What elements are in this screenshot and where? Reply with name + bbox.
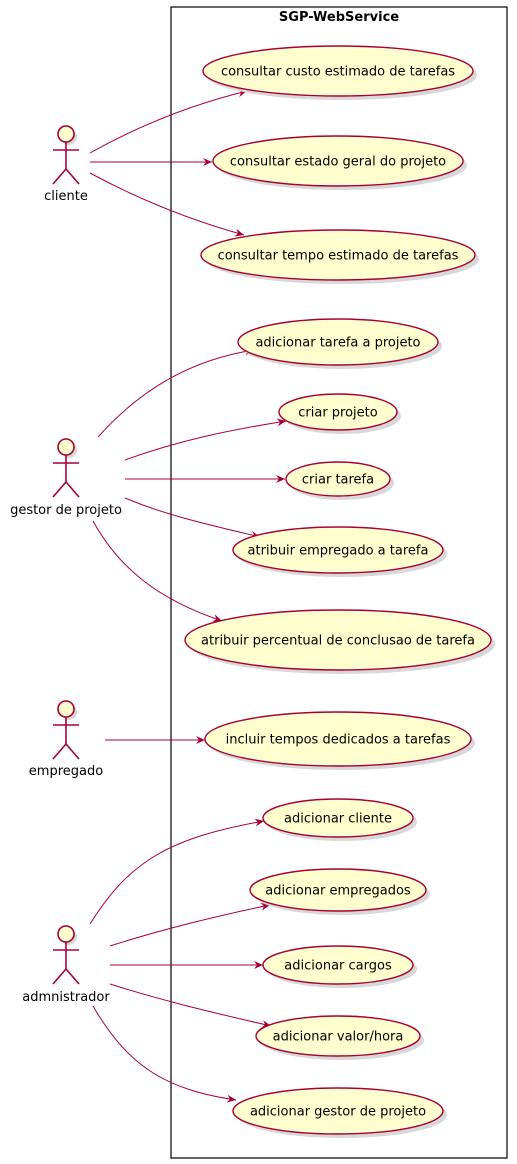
association-edges — [89, 89, 287, 1103]
system-title: SGP-WebService — [279, 10, 399, 25]
association-edge-gestor-uc4 — [97, 347, 255, 438]
actor-right-leg — [65, 968, 80, 985]
use-case-ellipse — [212, 135, 464, 187]
use-case-ellipse — [262, 945, 414, 985]
actor-right-leg — [65, 481, 80, 498]
use-case-label: adicionar empregados — [265, 884, 411, 899]
use-case-uc9[interactable]: incluir tempos dedicados a tarefas — [204, 711, 475, 770]
use-case-ellipse — [232, 526, 444, 574]
use-case-label: atribuir empregado a tarefa — [248, 544, 429, 559]
use-case-label: consultar tempo estimado de tarefas — [218, 249, 459, 264]
actor-label: admnistrador — [22, 990, 110, 1005]
use-case-label: atribuir percentual de conclusao de tare… — [201, 634, 475, 649]
use-case-ellipse — [200, 229, 476, 281]
actor-left-leg — [52, 968, 67, 985]
actor-head — [57, 700, 75, 718]
use-case-ellipse — [255, 1015, 421, 1057]
use-case-uc13[interactable]: adicionar valor/hora — [255, 1015, 424, 1060]
use-case-label: adicionar cliente — [284, 812, 392, 827]
use-case-label: criar tarefa — [302, 473, 374, 488]
actor-left-leg — [52, 743, 67, 760]
use-case-label: adicionar gestor de projeto — [250, 1105, 426, 1120]
use-case-ellipse — [285, 461, 391, 497]
association-edge-gestor-uc5 — [124, 418, 287, 461]
actor-right-leg — [65, 168, 80, 185]
actor-cliente[interactable]: cliente — [44, 125, 88, 204]
use-case-ellipse — [249, 868, 427, 912]
association-edge-admnistrador-uc11 — [109, 902, 271, 947]
use-case-label: consultar estado geral do projeto — [230, 155, 446, 170]
use-case-ellipse — [262, 798, 414, 838]
association-edge-admnistrador-uc14 — [92, 1005, 237, 1103]
association-edge-admnistrador-uc10 — [89, 818, 265, 925]
use-case-ellipse — [232, 1087, 444, 1135]
use-case-uc3[interactable]: consultar tempo estimado de tarefas — [200, 229, 479, 284]
use-case-label: adicionar valor/hora — [273, 1030, 404, 1045]
use-case-uc11[interactable]: adicionar empregados — [249, 868, 430, 915]
actor-head — [57, 925, 75, 943]
use-case-label: adicionar tarefa a projeto — [255, 336, 420, 351]
use-case-uc2[interactable]: consultar estado geral do projeto — [212, 135, 467, 190]
actor-left-leg — [52, 168, 67, 185]
association-edge-gestor-uc8 — [92, 520, 223, 622]
actor-label: cliente — [44, 189, 88, 204]
use-case-uc12[interactable]: adicionar cargos — [262, 945, 417, 988]
association-edge-cliente-uc1 — [89, 89, 248, 154]
use-case-uc7[interactable]: atribuir empregado a tarefa — [232, 526, 447, 577]
use-case-uc4[interactable]: adicionar tarefa a projeto — [237, 318, 442, 369]
use-case-uc10[interactable]: adicionar cliente — [262, 798, 417, 841]
use-case-ellipse — [278, 393, 398, 431]
use-case-ellipse — [204, 711, 472, 767]
association-edge-admnistrador-uc13 — [109, 983, 272, 1028]
actor-gestor[interactable]: gestor de projeto — [10, 438, 122, 518]
actor-right-leg — [65, 743, 80, 760]
use-case-ellipse — [184, 609, 492, 671]
actor-admnistrador[interactable]: admnistrador — [22, 925, 110, 1005]
actor-head — [57, 438, 75, 456]
use-case-label: consultar custo estimado de tarefas — [221, 65, 455, 80]
use-case-label: criar projeto — [298, 406, 378, 421]
actor-head — [57, 125, 75, 143]
actors: cliente gestor de projeto empregado admnist… — [10, 125, 122, 1005]
use-case-label: incluir tempos dedicados a tarefas — [226, 733, 451, 748]
association-edge-cliente-uc3 — [89, 172, 245, 237]
use-case-uc5[interactable]: criar projeto — [278, 393, 401, 434]
use-cases: consultar custo estimado de tarefas consu… — [184, 45, 495, 1138]
use-case-label: adicionar cargos — [284, 959, 392, 974]
use-case-uc6[interactable]: criar tarefa — [285, 461, 394, 500]
actor-empregado[interactable]: empregado — [29, 700, 103, 779]
actor-left-leg — [52, 481, 67, 498]
use-case-uc14[interactable]: adicionar gestor de projeto — [232, 1087, 447, 1138]
use-case-ellipse — [237, 318, 439, 366]
use-case-uc8[interactable]: atribuir percentual de conclusao de tare… — [184, 609, 495, 674]
association-edge-gestor-uc7 — [124, 497, 261, 539]
use-case-uc1[interactable]: consultar custo estimado de tarefas — [202, 45, 477, 100]
actor-label: gestor de projeto — [10, 503, 122, 518]
use-case-ellipse — [202, 45, 474, 97]
actor-label: empregado — [29, 764, 103, 779]
